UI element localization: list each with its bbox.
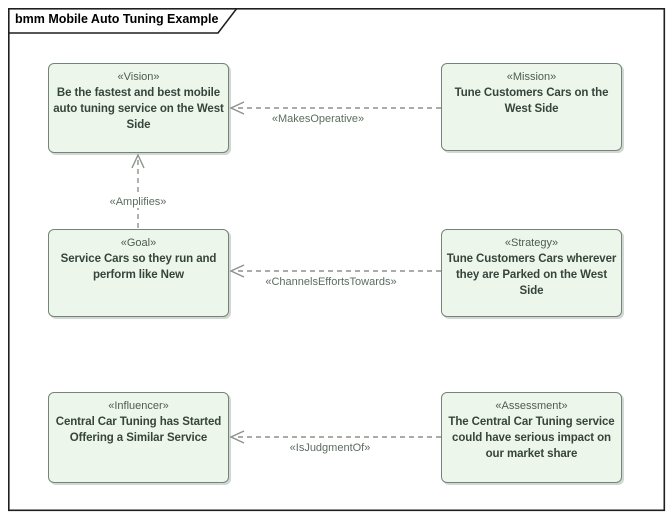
node-strategy-stereotype: «Strategy» [504,237,559,249]
node-vision-text: Be the fastest and best mobile auto tuni… [53,87,224,131]
connector-label-channelseffortstowards: «ChannelsEffortsTowards» [265,276,397,288]
node-influencer-text: Central Car Tuning has Started Offering … [55,416,222,444]
node-assessment-text: The Central Car Tuning service could hav… [448,416,615,460]
connector-amplifies-arrowhead [131,153,145,169]
node-strategy[interactable]: «Strategy» Tune Customers Cars wherever … [441,229,622,317]
node-mission-stereotype: «Mission» [506,71,557,83]
connector-label-isjudgmentof: «IsJudgmentOf» [289,442,371,454]
node-assessment-stereotype: «Assessment» [495,400,568,412]
node-goal[interactable]: «Goal» Service Cars so they run and perf… [48,229,229,317]
node-mission-text: Tune Customers Cars on the West Side [454,87,609,115]
connector-label-makesoperative: «MakesOperative» [271,113,365,125]
connector-makesoperative-arrowhead [229,101,245,115]
node-goal-stereotype: «Goal» [120,237,157,249]
node-assessment[interactable]: «Assessment» The Central Car Tuning serv… [441,392,622,483]
node-influencer[interactable]: «Influencer» Central Car Tuning has Star… [48,392,229,483]
node-goal-text: Service Cars so they run and perform lik… [60,253,217,281]
node-strategy-text: Tune Customers Cars wherever they are Pa… [446,253,617,297]
diagram-title: bmm Mobile Auto Tuning Example [15,12,219,26]
connector-channelseffortstowards-arrowhead [229,264,245,278]
node-vision-stereotype: «Vision» [117,71,160,83]
node-vision[interactable]: «Vision» Be the fastest and best mobile … [48,63,229,153]
node-mission[interactable]: «Mission» Tune Customers Cars on the Wes… [441,63,622,151]
node-influencer-stereotype: «Influencer» [108,400,169,412]
connector-label-amplifies: «Amplifies» [107,196,169,208]
connector-isjudgmentof-arrowhead [229,430,245,444]
